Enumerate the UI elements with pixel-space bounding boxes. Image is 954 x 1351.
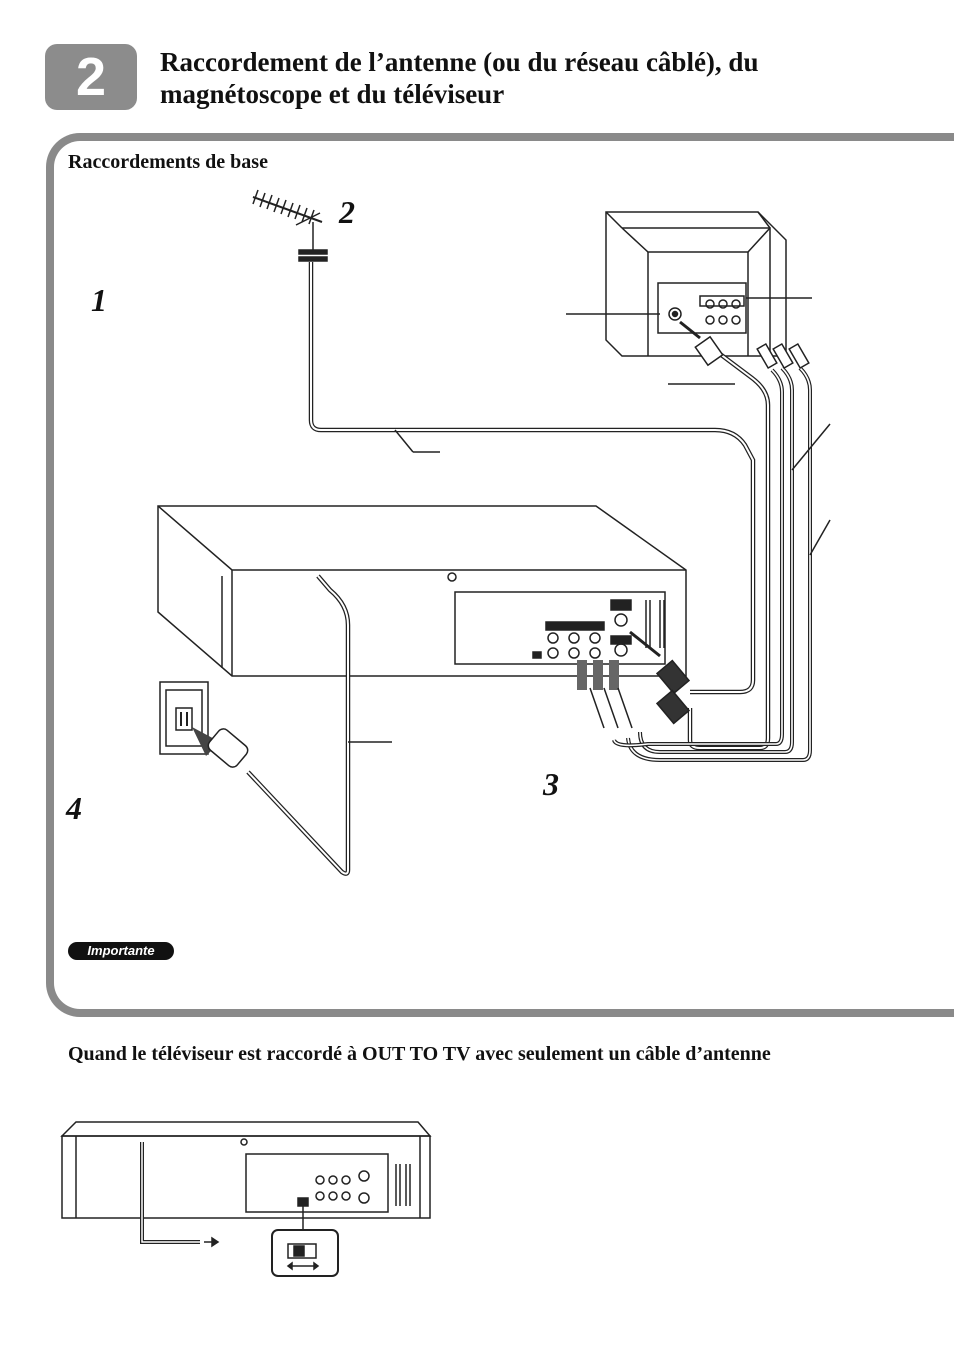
vcr-rear-icon (60, 1121, 432, 1219)
switch-detail-icon (271, 1229, 339, 1277)
step-number-badge: 2 (45, 44, 137, 110)
basic-connections-panel (46, 133, 954, 1017)
antenna-icon (252, 189, 328, 262)
basic-connections-title: Raccordements de base (68, 151, 268, 173)
step-label-1: 1 (91, 282, 107, 318)
important-badge: Importante (68, 942, 174, 960)
step-label-3: 3 (543, 766, 559, 802)
wall-outlet-icon (159, 681, 209, 755)
antenna-only-title: Quand le téléviseur est raccordé à OUT T… (68, 1043, 771, 1065)
basic-connection-diagram (157, 189, 831, 876)
step-label-4: 4 (66, 790, 82, 826)
step-label-2: 2 (339, 194, 355, 230)
page-title: Raccordement de l’antenne (ou du réseau … (160, 47, 759, 109)
